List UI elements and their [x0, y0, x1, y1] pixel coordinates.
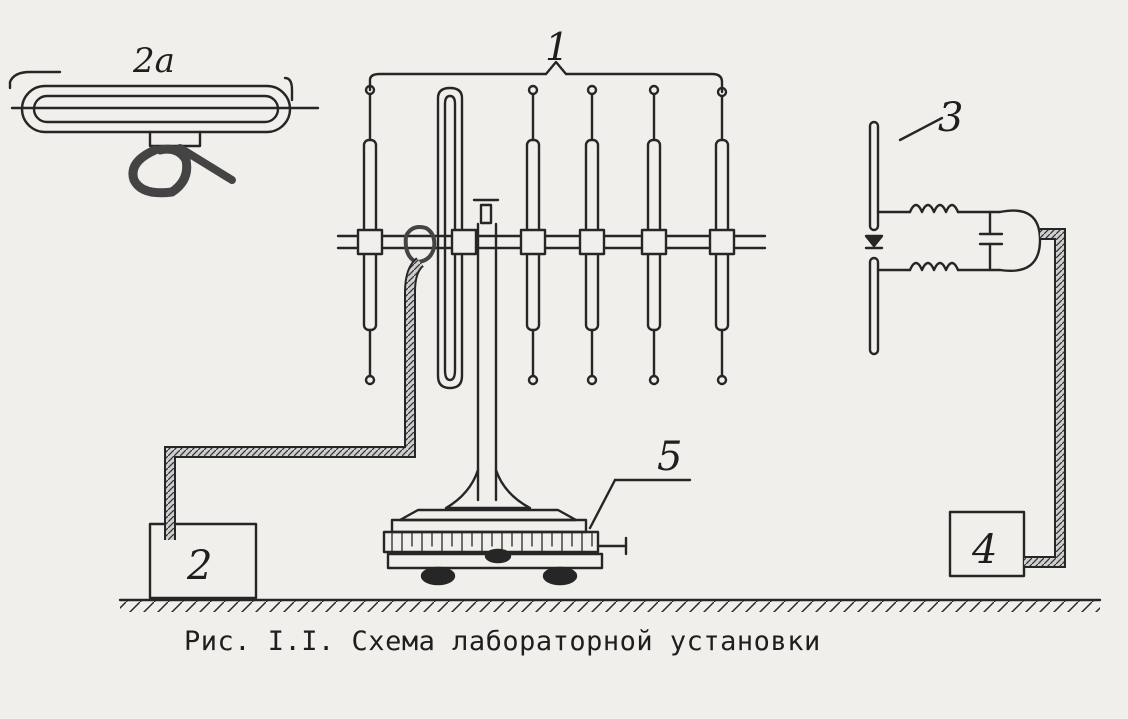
label-antenna: 1	[545, 25, 570, 69]
antenna-boom	[336, 234, 767, 250]
figure-caption: Рис. I.I. Схема лабораторной установки	[184, 626, 821, 657]
antenna-bracket	[368, 60, 724, 94]
label-turntable: 5	[657, 434, 683, 480]
label-antenna-detail: 2a	[133, 41, 175, 81]
ground	[118, 598, 1102, 612]
generator-box	[148, 522, 258, 600]
mast	[444, 198, 532, 510]
label-generator: 2	[187, 543, 213, 589]
turntable	[382, 478, 692, 586]
label-receiver-dipole: 3	[938, 95, 964, 141]
indicator-box	[948, 510, 1026, 578]
receiving-dipole	[864, 116, 1042, 356]
active-loop-element	[403, 86, 478, 390]
cables	[164, 228, 1066, 568]
antenna-elements	[356, 84, 736, 386]
folded-dipole-detail	[8, 70, 320, 198]
label-indicator: 4	[972, 527, 998, 573]
